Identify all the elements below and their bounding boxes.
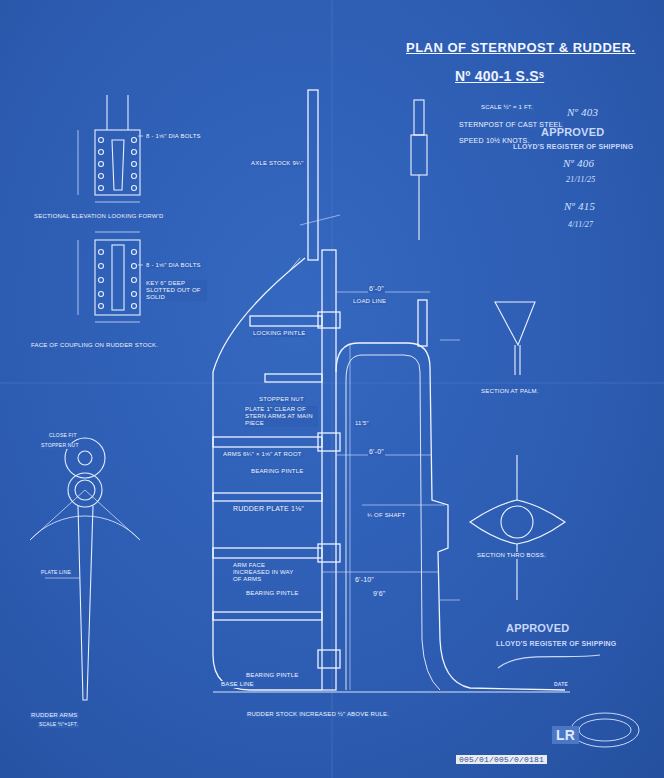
drawing-label: SECTION THRO BOSS. bbox=[476, 552, 547, 559]
drawing-label: Nº 400-1 S.Sˢ bbox=[454, 68, 545, 84]
coupling-face bbox=[78, 232, 143, 322]
drawing-label: 8 - 1⅝" DIA BOLTS bbox=[145, 133, 202, 140]
approval-stamps bbox=[498, 655, 639, 747]
drawing-label: Nº 403 bbox=[566, 106, 599, 119]
drawing-title: PLAN OF STERNPOST & RUDDER. bbox=[406, 40, 635, 55]
drawing-label: AXLE STOCK 9¼" bbox=[250, 160, 305, 167]
drawing-label: FACE OF COUPLING ON RUDDER STOCK. bbox=[30, 342, 159, 349]
drawing-label: RUDDER PLATE 1⅛" bbox=[232, 505, 305, 513]
drawing-label: 8 - 1⅝" DIA BOLTS bbox=[145, 262, 202, 269]
section-at-palm bbox=[495, 302, 535, 375]
drawing-label: SCALE ½" = 1 FT. bbox=[480, 104, 534, 111]
drawing-label: KEY 6" DEEP SLOTTED OUT OF SOLID bbox=[145, 280, 207, 301]
drawing-label: 6'-0" bbox=[368, 448, 385, 456]
drawing-label: LLOYD'S REGISTER OF SHIPPING bbox=[495, 640, 617, 648]
drawing-label: Nº 415 bbox=[563, 200, 596, 213]
drawing-label: ARMS 6¼" × 1⅝" AT ROOT bbox=[222, 451, 303, 458]
drawing-label: SECTION AT PALM. bbox=[480, 388, 540, 395]
drawing-label: ARM FACE INCREASED IN WAY OF ARMS bbox=[232, 562, 304, 583]
drawing-label: RUDDER STOCK INCREASED ½" ABOVE RULE. bbox=[246, 711, 390, 718]
drawing-label: APPROVED bbox=[540, 126, 605, 139]
drawing-label: SECTIONAL ELEVATION LOOKING FORW'D bbox=[33, 213, 164, 220]
drawing-label: 6'-10" bbox=[354, 576, 375, 584]
drawing-label: BEARING PINTLE bbox=[245, 590, 299, 597]
drawing-label: LOAD LINE bbox=[352, 298, 387, 305]
section-thro-boss bbox=[470, 455, 565, 600]
drawing-label: DATE bbox=[553, 682, 569, 688]
drawing-label: RUDDER ARMS bbox=[30, 712, 79, 719]
drawing-label: SCALE ½"=1FT. bbox=[38, 722, 79, 728]
drawing-label: 11'5" bbox=[354, 420, 370, 427]
drawing-label: 6'-0" bbox=[368, 285, 385, 293]
rudder-arm-detail bbox=[30, 438, 140, 700]
drawing-label: LLOYD'S REGISTER OF SHIPPING bbox=[512, 143, 634, 151]
drawing-label: BEARING PINTLE bbox=[245, 672, 299, 679]
drawing-label: STOPPER NUT bbox=[258, 396, 305, 403]
drawing-label: PLATE 1" CLEAR OF STERN ARMS AT MAIN PIE… bbox=[244, 406, 318, 427]
drawing-label: 4/11/27 bbox=[567, 220, 594, 229]
coupling-elevation bbox=[78, 95, 143, 202]
drawing-label: BASE LINE bbox=[220, 681, 255, 688]
drawing-label: 21/11/25 bbox=[565, 175, 596, 184]
drawing-label: 9'6" bbox=[372, 590, 386, 598]
drawing-label: CLOSE FIT bbox=[48, 433, 78, 439]
drawing-label: Nº 406 bbox=[562, 157, 595, 170]
top-view bbox=[411, 100, 427, 240]
drawing-label: STOPPER NUT bbox=[40, 443, 80, 449]
drawing-label: ¾ OF SHAFT bbox=[366, 512, 406, 519]
drawing-label: LOCKING PINTLE bbox=[252, 330, 306, 337]
drawing-label: APPROVED bbox=[505, 622, 570, 635]
drawing-label: PLATE LINE bbox=[40, 570, 72, 576]
drawing-label: LR bbox=[552, 726, 579, 744]
sternpost-and-rudder bbox=[213, 90, 570, 692]
dimension-lines bbox=[300, 215, 460, 690]
drawing-label: BEARING PINTLE bbox=[250, 468, 304, 475]
drawing-label: 005/01/005/0/0181 bbox=[456, 755, 547, 764]
